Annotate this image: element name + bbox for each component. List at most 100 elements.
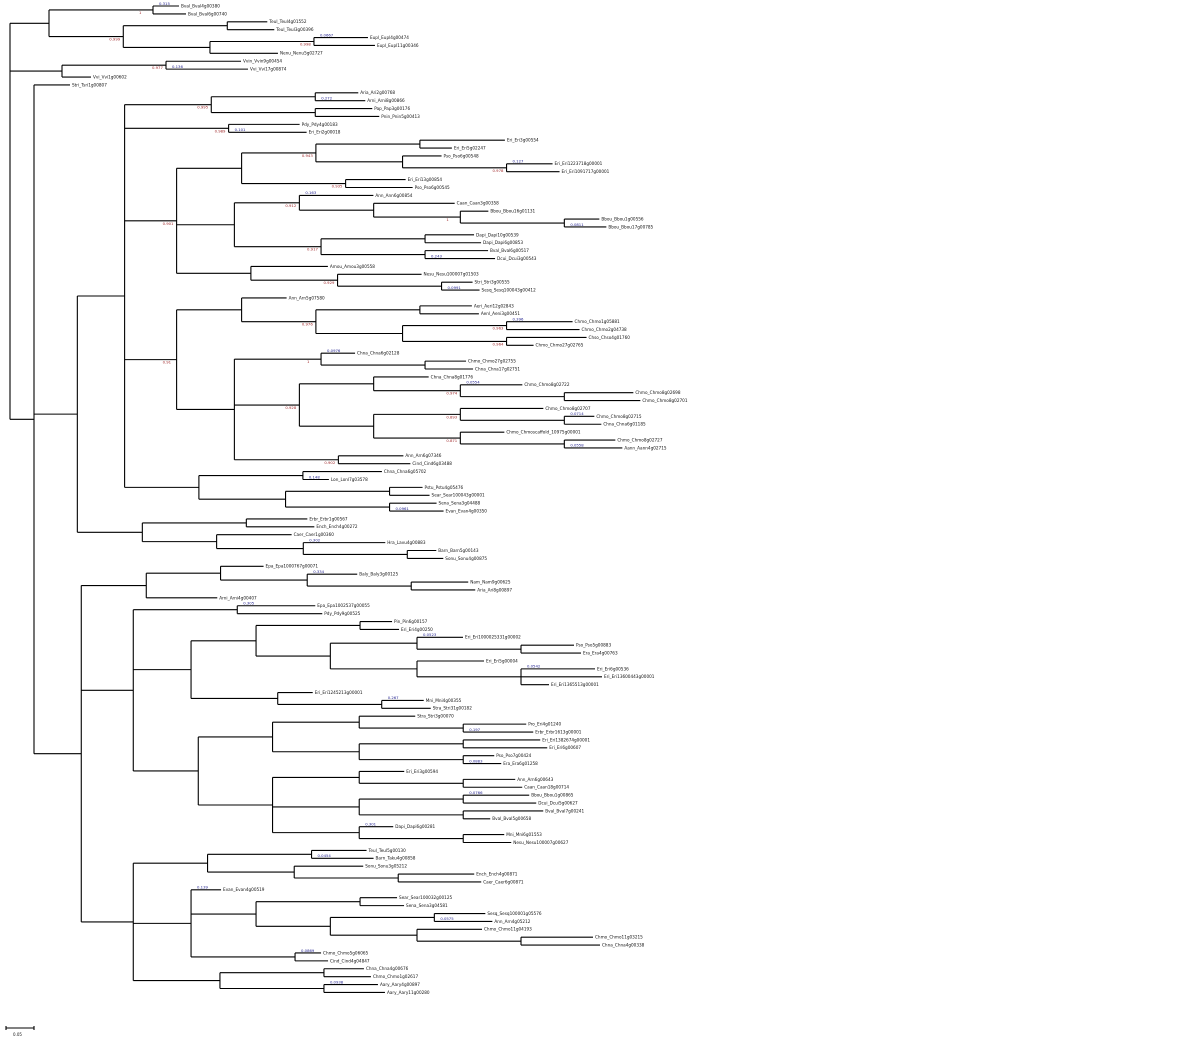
branch-length-label: 0.305: [243, 601, 254, 606]
branch-length-label: 0.315: [159, 1, 170, 6]
tip-label: Eri_Eri1245213g00001: [315, 690, 363, 695]
tip-label: Bval_Bval5g00658: [492, 816, 531, 821]
tip-label: Eri_Eri1000025331g00002: [465, 635, 521, 640]
tip-label: Eri_Eri3g00554: [507, 138, 539, 143]
branch-length-label: 0.396: [513, 316, 524, 321]
tip-label: Dapi_Dapi6g00281: [395, 824, 435, 829]
tip-label: Epa_Epa1000767g00071: [266, 564, 319, 569]
support-value-label: 0.963: [493, 326, 504, 331]
tip-label: Caan_Caan3g00358: [457, 201, 499, 206]
support-value-label: 0.902: [324, 460, 335, 465]
tip-label: Chna_Chna4g00338: [602, 942, 645, 947]
tip-label: Eri_Eri1382674g00001: [542, 737, 590, 742]
tip-label: Mni_Mni6g01553: [506, 832, 542, 837]
tip-label: Evan_Evan4g00350: [446, 508, 488, 513]
branch-length-label: 0.272: [321, 95, 332, 100]
tip-label: Sesq_Sesq100043g00412: [482, 287, 537, 292]
tip-label: Ench_Ench4g00871: [476, 871, 518, 876]
branch-length-label: 0.101: [235, 127, 246, 132]
support-value-label: 1: [307, 359, 310, 364]
tip-label: Sena_Sena3g04488: [439, 501, 481, 506]
branch-annotations: 0.31510.06670.9980.9990.1360.9770.2720.9…: [109, 1, 584, 985]
tip-label: Chna_Chna6g01185: [603, 422, 646, 427]
tip-label: Eri_Eri5g00004: [486, 658, 518, 663]
tip-label: Bval_Bval6g00517: [490, 248, 529, 253]
tip-label: Pstu_Pstu4g05476: [425, 485, 464, 490]
tip-label: Chna_Chna17g02751: [475, 366, 520, 371]
branch-length-label: 0.0883: [469, 758, 483, 763]
branch-length-label: 0.0667: [320, 32, 334, 37]
branch-length-label: 0.0766: [469, 790, 483, 795]
support-value-label: 0.964: [493, 341, 504, 346]
tip-label: Chmo_Chmo1g05881: [575, 319, 621, 324]
branch-length-label: 0.0575: [440, 916, 454, 921]
tip-label: Stri_Stri3g00555: [475, 280, 510, 285]
tip-label: Teul_Teul4g01552: [268, 19, 307, 24]
tip-label: Teul_Teul5g00130: [368, 848, 407, 853]
branch-length-label: 0.0714: [570, 411, 584, 416]
tip-label: Arni_Arni4g00407: [219, 595, 257, 600]
support-value-label: 0.917: [307, 247, 318, 252]
tip-label: Pdy_Pdy4g00183: [302, 122, 338, 127]
tip-label: Ench_Ench4g00272: [316, 524, 358, 529]
branch-length-label: 0.301: [365, 822, 376, 827]
support-value-label: 1: [139, 10, 142, 15]
branch-length-label: 0.148: [309, 474, 320, 479]
tip-label: Pdy_Pdy9g00525: [324, 611, 360, 616]
tip-label: Eri_Eri13g00854: [408, 177, 443, 182]
support-value-label: 0.893: [446, 414, 457, 419]
support-value-label: 0.976: [302, 322, 313, 327]
tip-label: Bbou_Bbou1g00865: [531, 793, 574, 798]
tip-label: Bval_Bval7g00241: [545, 808, 584, 813]
tip-label: Aann_Aann4g02715: [624, 445, 667, 450]
tip-label: Pso_Pso5g00883: [576, 643, 611, 648]
tip-label: Aary_Aary4g00897: [380, 982, 420, 987]
support-value-label: 0.978: [493, 168, 504, 173]
tip-label: Chmo_Chmo27g02765: [536, 343, 584, 348]
support-value-label: 0.977: [152, 65, 163, 70]
tip-label: Pnin_Pnin5g00413: [381, 114, 420, 119]
tree-branches: [9, 5, 641, 993]
tip-label: Nesu_Nesu100007g00627: [513, 840, 568, 845]
support-value-label: 0.998: [300, 42, 311, 47]
support-value-label: 0.901: [163, 221, 174, 226]
tip-label: Vvi_Vvi17g00874: [250, 67, 287, 72]
tip-label: Chmo_Chmo5g06065: [323, 950, 369, 955]
tip-label: Eri_Eri5g02247: [454, 145, 486, 150]
branch-length-label: 0.0938: [330, 979, 344, 984]
support-value-label: 0.912: [285, 203, 296, 208]
tip-label: Stra_Stri3g00070: [417, 714, 454, 719]
tip-label: Pro_Eri4g01240: [528, 722, 561, 727]
branch-length-label: 0.0869: [301, 948, 315, 953]
support-value-label: 0.999: [109, 37, 120, 42]
tip-label: Arni_Arni8g00866: [367, 98, 405, 103]
tip-label: Stra_Stri31g00182: [433, 706, 473, 711]
tip-label: Hra_Lavu4g00883: [387, 540, 426, 545]
tip-label: Erbr_Erbr1g00567: [309, 516, 348, 521]
tip-label: Dapi_Dapi10g00539: [476, 232, 519, 237]
tip-label: Epa_Epa1002537g00055: [317, 603, 370, 608]
tip-label: Baly_Baly3g00125: [359, 572, 398, 577]
support-value-label: 0.871: [446, 438, 457, 443]
tip-label: Cind_Cind6g03488: [412, 461, 452, 466]
branch-length-label: 0.127: [513, 159, 524, 164]
tip-label: Chna_Chna6g05702: [384, 469, 427, 474]
tip-label: Sear_Sear100032g00125: [399, 895, 452, 900]
tip-label: Eri_Eri6g00536: [597, 666, 629, 671]
branch-length-label: 0.197: [469, 727, 480, 732]
support-value-label: 0.974: [446, 391, 457, 396]
support-value-label: 0.928: [285, 405, 296, 410]
tip-label: Dcui_Dcui5g00627: [538, 800, 578, 805]
tip-label: Chmo_Chmo8g02701: [642, 398, 688, 403]
tip-label: Teul_Teul3g00396: [275, 27, 314, 32]
tip-label: Bval_Bval6g00740: [188, 11, 227, 16]
tip-label: Nam_Nam9g00625: [470, 579, 511, 584]
tip-label: Ann_Arn6g07346: [405, 453, 441, 458]
tip-label: Sear_Sear100043g00001: [432, 493, 485, 498]
tip-label: Pin_Pin6g00157: [394, 619, 428, 624]
support-value-label: 0.91: [163, 360, 172, 365]
tip-label: Aria_Ari8g00897: [477, 587, 512, 592]
branch-length-label: 0.0976: [327, 348, 341, 353]
tip-label: Ann_Arn5g07580: [289, 295, 325, 300]
